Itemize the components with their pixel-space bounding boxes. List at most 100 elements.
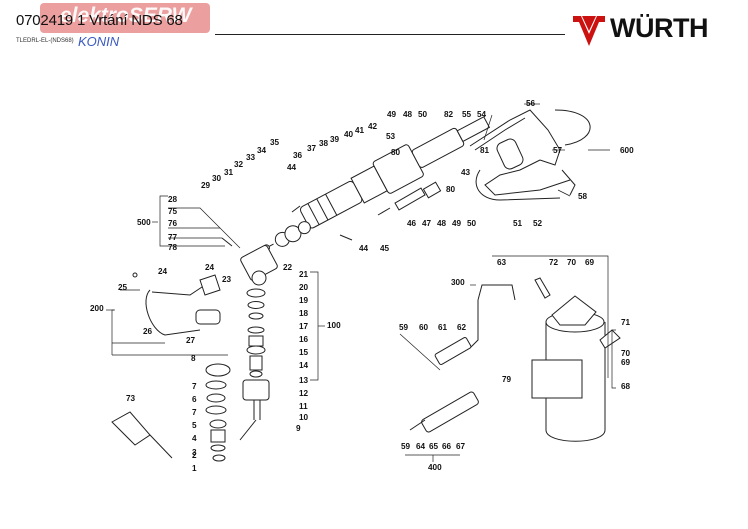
drill-head bbox=[239, 245, 278, 441]
part-number-label: 38 bbox=[319, 139, 329, 148]
part-number-label: 3 bbox=[192, 448, 197, 457]
part-number-label: 54 bbox=[477, 110, 487, 119]
part-number-label: 77 bbox=[168, 233, 178, 242]
part-number-label: 17 bbox=[299, 322, 309, 331]
part-number-label: 70 bbox=[567, 258, 577, 267]
part-number-label: 2 bbox=[192, 451, 197, 460]
part-number-label: 13 bbox=[299, 376, 309, 385]
part-number-label: 73 bbox=[126, 394, 136, 403]
watermark-text: elektroSERW bbox=[60, 4, 192, 27]
header-rule bbox=[215, 34, 565, 35]
part-number-label: 24 bbox=[158, 267, 168, 276]
part-number-label: 23 bbox=[222, 275, 232, 284]
part-number-label: 82 bbox=[444, 110, 454, 119]
part-number-label: 50 bbox=[467, 219, 477, 228]
part-number-label: 26 bbox=[143, 327, 153, 336]
part-number-label: 8 bbox=[191, 354, 196, 363]
part-number-label: 44 bbox=[287, 163, 297, 172]
part-number-label: 600 bbox=[620, 146, 634, 155]
part-number-label: 69 bbox=[585, 258, 595, 267]
part-number-label: 6 bbox=[192, 395, 197, 404]
part-number-label: 12 bbox=[299, 389, 309, 398]
part-number-label: 67 bbox=[456, 442, 466, 451]
part-number-label: 50 bbox=[418, 110, 428, 119]
part-number-label: 21 bbox=[299, 270, 309, 279]
part-number-label: 49 bbox=[387, 110, 397, 119]
part-number-label: 27 bbox=[186, 336, 196, 345]
part-number-label: 34 bbox=[257, 146, 267, 155]
part-number-label: 59 bbox=[401, 442, 411, 451]
part-number-label: 57 bbox=[553, 146, 563, 155]
part-number-label: 44 bbox=[359, 244, 369, 253]
part-number-label: 33 bbox=[246, 153, 256, 162]
part-number-label: 100 bbox=[327, 321, 341, 330]
wurth-logo-icon bbox=[573, 16, 605, 46]
brand-name: WÜRTH bbox=[610, 13, 708, 43]
part-number-label: 75 bbox=[168, 207, 178, 216]
part-number-label: 31 bbox=[224, 168, 234, 177]
part-number-label: 24 bbox=[205, 263, 215, 272]
part-number-label: 41 bbox=[355, 126, 365, 135]
part-number-label: 72 bbox=[549, 258, 559, 267]
part-number-label: 78 bbox=[168, 243, 178, 252]
part-number-label: 29 bbox=[201, 181, 211, 190]
part-number-label: 15 bbox=[299, 348, 309, 357]
part-number-label: 300 bbox=[451, 278, 465, 287]
part-number-label: 48 bbox=[403, 110, 413, 119]
part-number-label: 32 bbox=[234, 160, 244, 169]
part-number-label: 47 bbox=[422, 219, 432, 228]
part-number-label: 28 bbox=[168, 195, 178, 204]
part-number-label: 55 bbox=[462, 110, 472, 119]
part-number-label: 80 bbox=[391, 148, 401, 157]
part-number-label: 10 bbox=[299, 413, 309, 422]
part-number-label: 400 bbox=[428, 463, 442, 472]
part-number-label: 7 bbox=[192, 382, 197, 391]
watermark-subtext: KONIN bbox=[78, 34, 120, 49]
part-number-label: 19 bbox=[299, 296, 309, 305]
part-number-label: 68 bbox=[621, 382, 631, 391]
part-number-label: 76 bbox=[168, 219, 178, 228]
part-number-label: 18 bbox=[299, 309, 309, 318]
part-number-label: 65 bbox=[429, 442, 439, 451]
drill-tool bbox=[111, 411, 173, 459]
part-number-label: 37 bbox=[307, 144, 317, 153]
part-number-label: 49 bbox=[452, 219, 462, 228]
part-number-label: 22 bbox=[283, 263, 293, 272]
part-number-label: 42 bbox=[368, 122, 378, 131]
part-number-label: 45 bbox=[380, 244, 390, 253]
part-number-label: 64 bbox=[416, 442, 426, 451]
part-number-label: 69 bbox=[621, 358, 631, 367]
part-number-label: 200 bbox=[90, 304, 104, 313]
part-number-label: 5 bbox=[192, 421, 197, 430]
part-number-label: 1 bbox=[192, 464, 197, 473]
part-number-label: 59 bbox=[399, 323, 409, 332]
part-number-label: 66 bbox=[442, 442, 452, 451]
part-number-label: 80 bbox=[446, 185, 456, 194]
part-number-label: 25 bbox=[118, 283, 128, 292]
part-number-label: 79 bbox=[502, 375, 512, 384]
part-number-label: 35 bbox=[270, 138, 280, 147]
part-number-label: 11 bbox=[299, 402, 308, 411]
part-number-label: 20 bbox=[299, 283, 309, 292]
motor-housing bbox=[299, 116, 491, 229]
clamp-assembly bbox=[132, 272, 221, 336]
part-number-label: 30 bbox=[212, 174, 222, 183]
part-number-label: 9 bbox=[296, 424, 301, 433]
part-number-label: 4 bbox=[192, 434, 197, 443]
part-number-label: 61 bbox=[438, 323, 448, 332]
part-number-label: 46 bbox=[407, 219, 417, 228]
part-number-label: 500 bbox=[137, 218, 151, 227]
part-number-label: 36 bbox=[293, 151, 303, 160]
part-number-label: 40 bbox=[344, 130, 354, 139]
part-number-label: 39 bbox=[330, 135, 340, 144]
part-number-label: 51 bbox=[513, 219, 523, 228]
part-number-label: 81 bbox=[480, 146, 490, 155]
part-number-label: 60 bbox=[419, 323, 429, 332]
part-number-label: 58 bbox=[578, 192, 588, 201]
part-number-label: 63 bbox=[497, 258, 507, 267]
part-number-label: 48 bbox=[437, 219, 447, 228]
document-code: 0702419 1 Vrtání NDS 68 bbox=[16, 12, 183, 29]
part-number-label: 16 bbox=[299, 335, 309, 344]
part-number-label: 71 bbox=[621, 318, 631, 327]
watermark-stamp bbox=[40, 3, 210, 33]
